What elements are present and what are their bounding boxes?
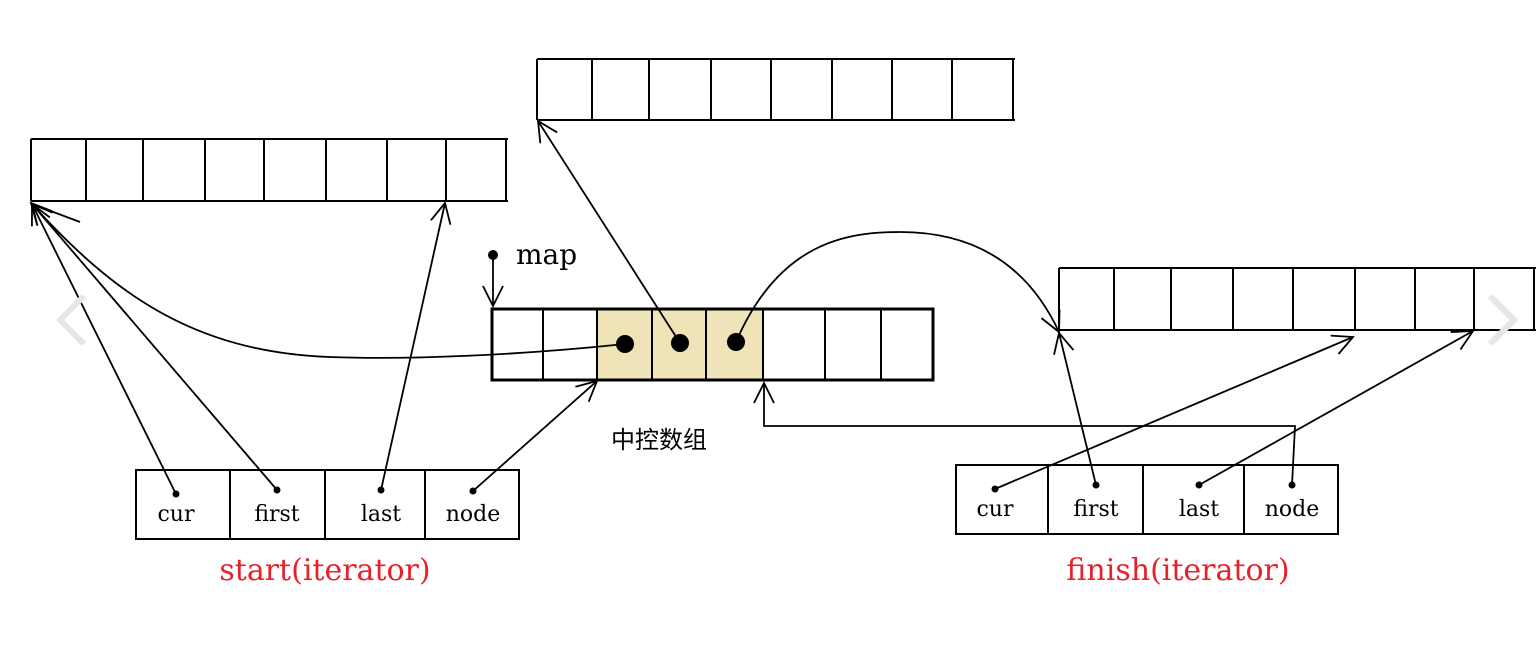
finish-cur-field: cur xyxy=(976,497,1013,522)
map-to-right-buffer-arrow xyxy=(735,231,1059,343)
finish-last-field: last xyxy=(1179,497,1219,522)
start-node-field: node xyxy=(446,502,501,527)
center-array-label: 中控数组 xyxy=(611,426,707,454)
map-to-left-buffer-arrow xyxy=(31,203,626,359)
finish-iterator-arrows xyxy=(764,331,1473,490)
map-to-top-buffer-arrow xyxy=(538,121,681,344)
start-cur-field: cur xyxy=(157,502,194,527)
start-iterator-label: start(iterator) xyxy=(219,553,430,588)
finish-iterator-label: finish(iterator) xyxy=(1066,553,1289,588)
finish-iterator-box xyxy=(955,464,1339,535)
buffer-right xyxy=(1058,267,1536,331)
buffer-top xyxy=(536,58,1015,121)
map-pointer xyxy=(488,250,498,306)
chevron-right-icon xyxy=(1487,293,1519,347)
map-label: map xyxy=(516,238,577,271)
start-iterator-arrows xyxy=(32,203,597,495)
start-last-field: last xyxy=(361,502,401,527)
start-first-field: first xyxy=(254,502,299,527)
chevron-left-icon xyxy=(55,293,87,347)
finish-first-field: first xyxy=(1073,497,1118,522)
finish-node-field: node xyxy=(1265,497,1320,522)
start-iterator-box xyxy=(135,469,520,540)
map-array xyxy=(490,307,935,382)
buffer-left xyxy=(30,138,508,202)
